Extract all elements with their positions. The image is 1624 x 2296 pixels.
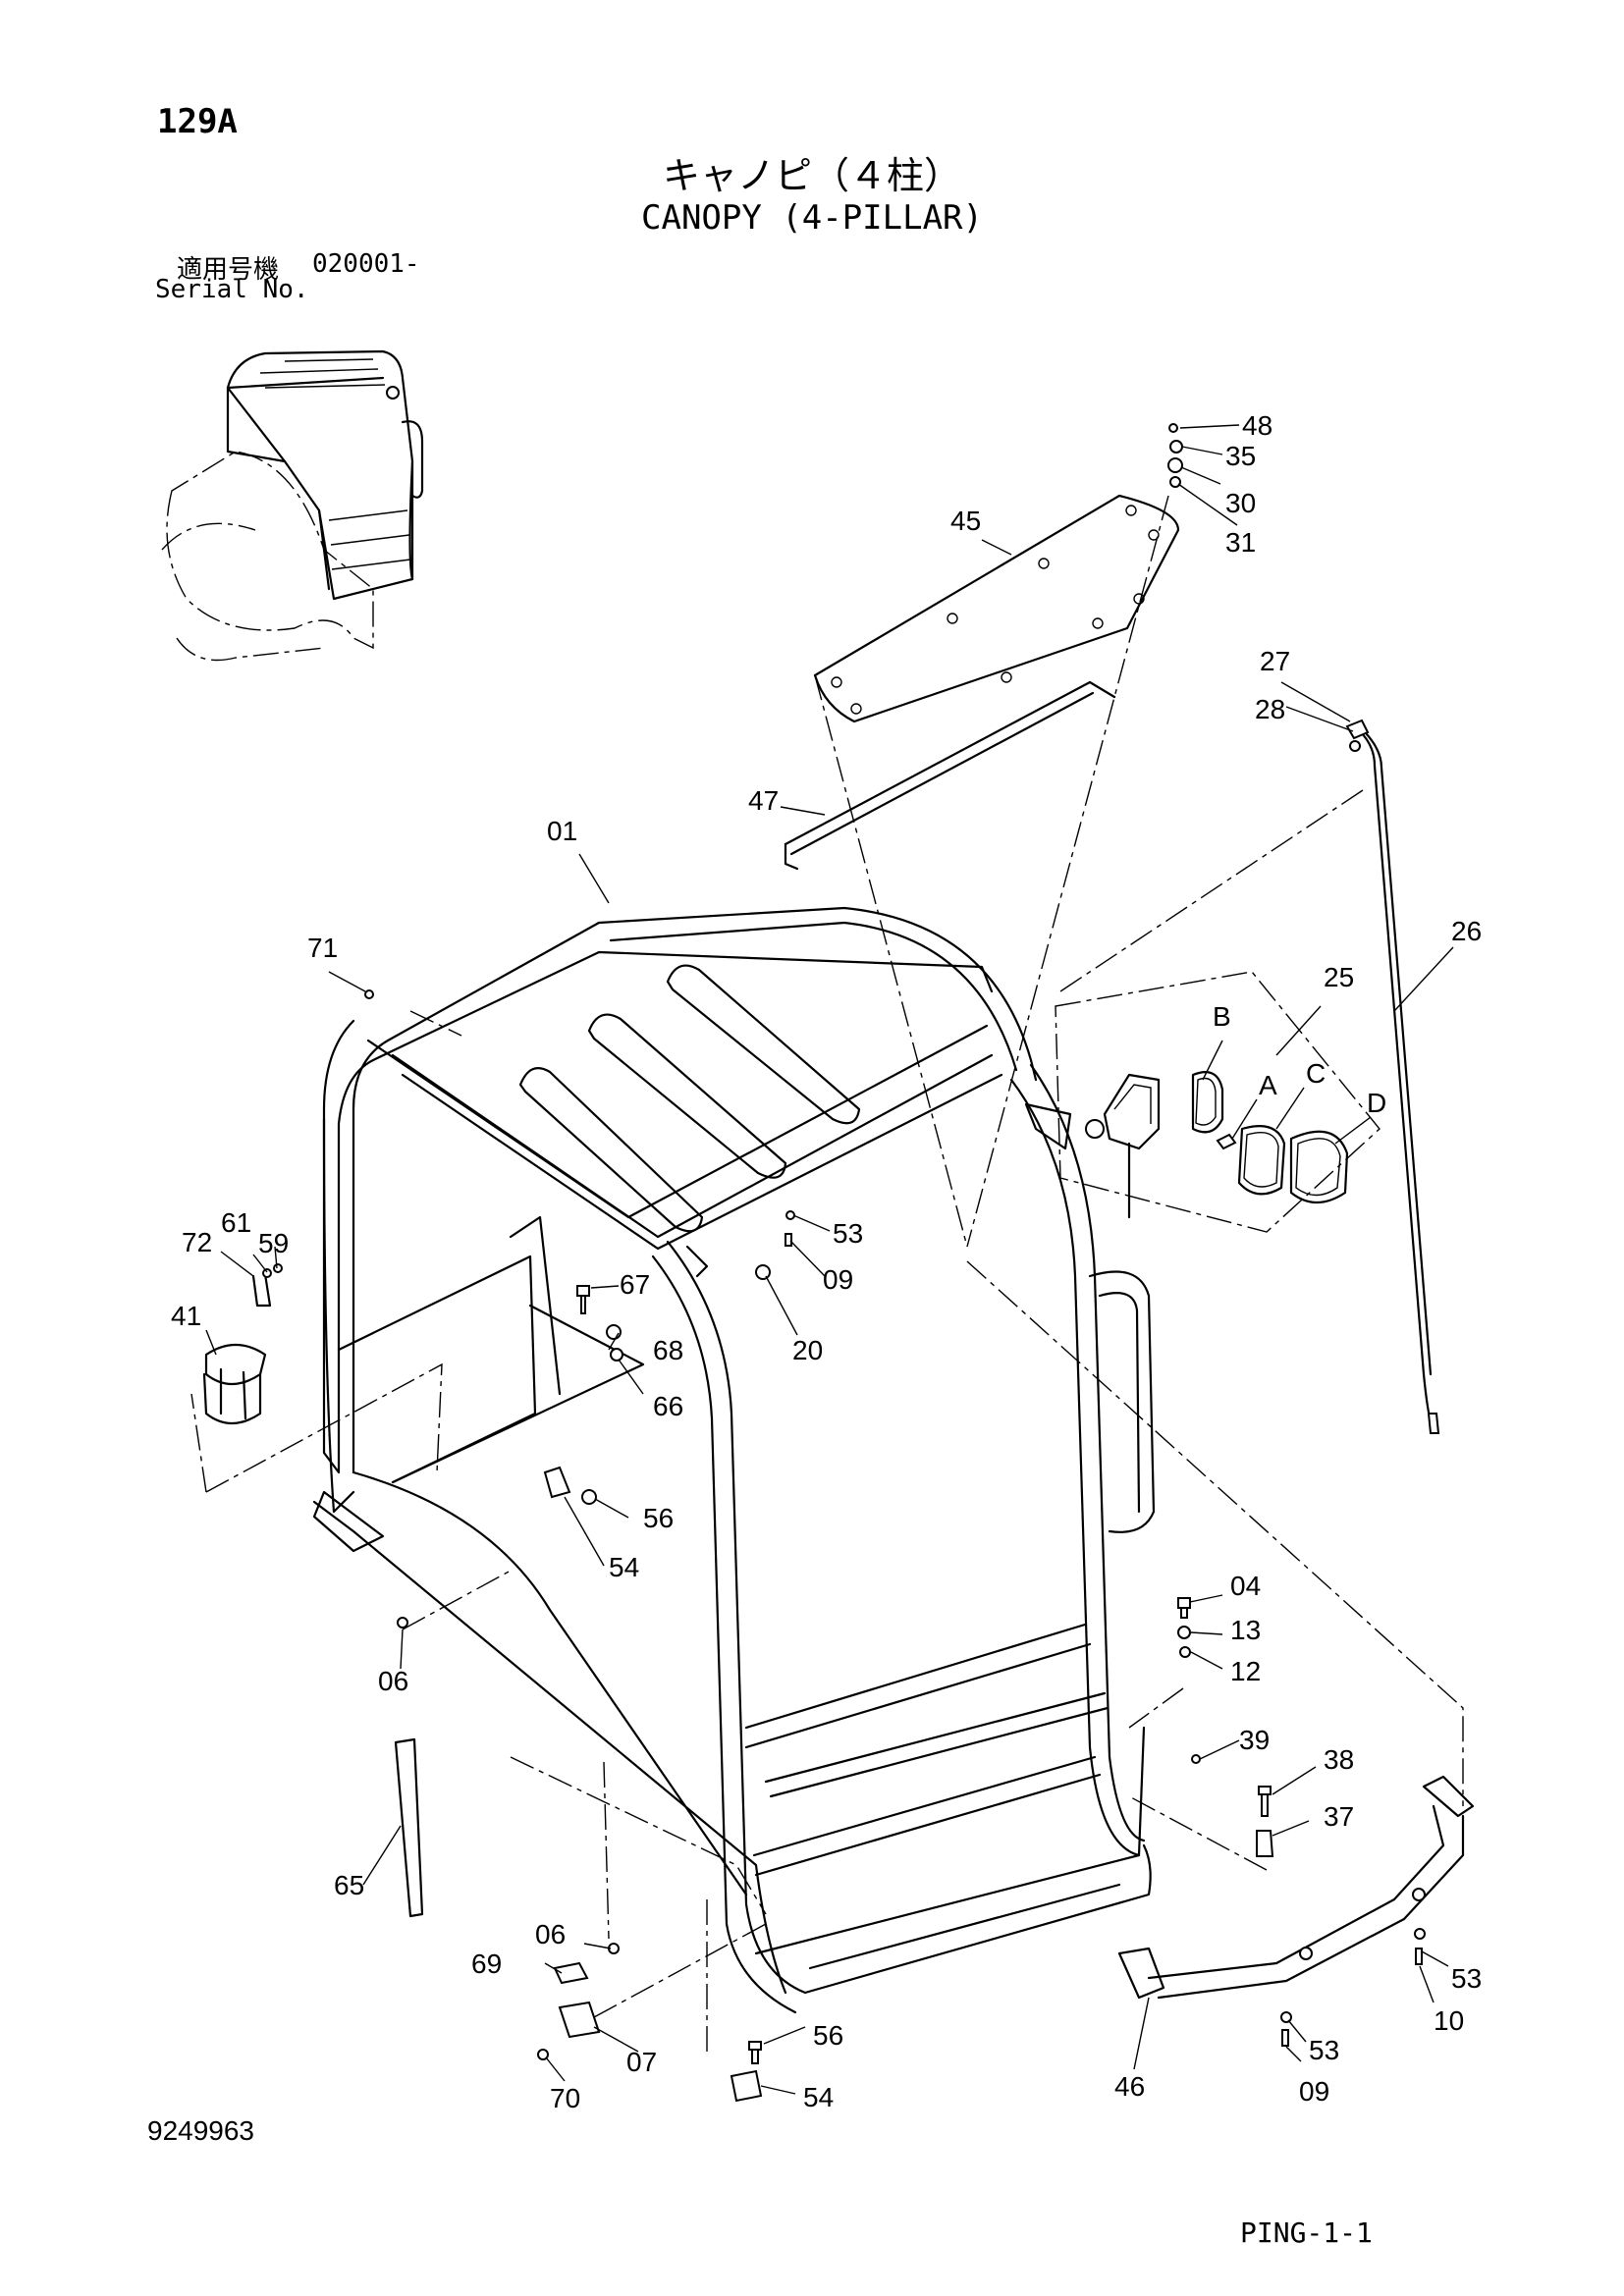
callout-31: 31 [1225,527,1256,558]
callout-47: 47 [748,785,779,816]
callout-26: 26 [1451,916,1482,946]
sheet-reference: PING-1-1 [1240,2216,1373,2249]
callout-01: 01 [547,816,577,846]
title-english: CANOPY (4-PILLAR) [641,198,983,238]
callout-48: 48 [1242,410,1272,441]
callout-59: 59 [258,1228,289,1258]
callout-A: A [1259,1070,1277,1100]
callout-09-bottom: 09 [1299,2076,1329,2107]
serial-label-japanese: 適用号機 [177,255,280,285]
callout-12: 12 [1230,1656,1261,1686]
callout-46: 46 [1114,2071,1145,2102]
callout-leaders [205,424,1454,2095]
callout-27: 27 [1260,646,1290,676]
callout-06-left: 06 [378,1666,408,1696]
callout-54-mid: 54 [609,1552,639,1582]
callout-70: 70 [550,2083,580,2113]
callout-61: 61 [221,1207,251,1238]
part-26-cable [1345,719,1440,1434]
title-japanese: キャノピ（４柱） [662,154,961,197]
callout-56-mid: 56 [643,1503,674,1533]
drawing-number: 9249963 [147,2115,255,2146]
callout-65: 65 [334,1870,364,1900]
callout-D: D [1367,1088,1386,1118]
serial-label-english: Serial No. [155,275,309,304]
callout-09-top: 09 [823,1264,853,1295]
part-01-canopy-frame [312,906,1156,2014]
page-code: 129A [157,102,238,141]
assembly-reference-lines [190,495,1464,2052]
callout-56-bottom: 56 [813,2020,843,2051]
part-47-rod [784,680,1116,871]
callout-66: 66 [653,1391,683,1421]
callout-10: 10 [1434,2005,1464,2036]
callout-20: 20 [792,1335,823,1365]
callout-13: 13 [1230,1615,1261,1645]
callout-45: 45 [950,506,981,536]
part-65-strip [394,1737,424,1918]
callout-25: 25 [1324,962,1354,992]
part-25-work-lamp [1055,971,1380,1233]
callout-53-bottom: 53 [1309,2035,1339,2065]
callout-28: 28 [1255,694,1285,724]
callout-68: 68 [653,1335,683,1365]
callout-39: 39 [1239,1725,1270,1755]
callout-53-right: 53 [1451,1963,1482,1994]
callout-04: 04 [1230,1571,1261,1601]
callout-30: 30 [1225,488,1256,518]
callout-53-top: 53 [833,1218,863,1249]
machine-thumbnail [161,349,424,662]
part-46-bar [1117,1775,1475,2000]
callout-C: C [1306,1058,1326,1089]
callout-67: 67 [620,1269,650,1300]
callout-71: 71 [307,933,338,963]
callout-69: 69 [471,1949,502,1979]
callout-72: 72 [182,1227,212,1257]
callout-38: 38 [1324,1744,1354,1775]
callout-07: 07 [626,2047,657,2077]
part-41-holder [202,1263,283,1425]
callout-labels: 48 35 30 31 45 27 28 47 01 26 71 25 B A … [171,410,1482,2113]
serial-number: 020001- [312,249,420,279]
callout-37: 37 [1324,1801,1354,1832]
callout-41: 41 [171,1301,201,1331]
part-45-plate [813,494,1180,723]
callout-35: 35 [1225,441,1256,471]
callout-54-bottom: 54 [803,2082,834,2112]
fasteners [364,423,1426,2064]
callout-06-bottom: 06 [535,1919,566,1949]
brackets-69-07-54 [543,1466,763,2103]
callout-B: B [1213,1001,1231,1032]
